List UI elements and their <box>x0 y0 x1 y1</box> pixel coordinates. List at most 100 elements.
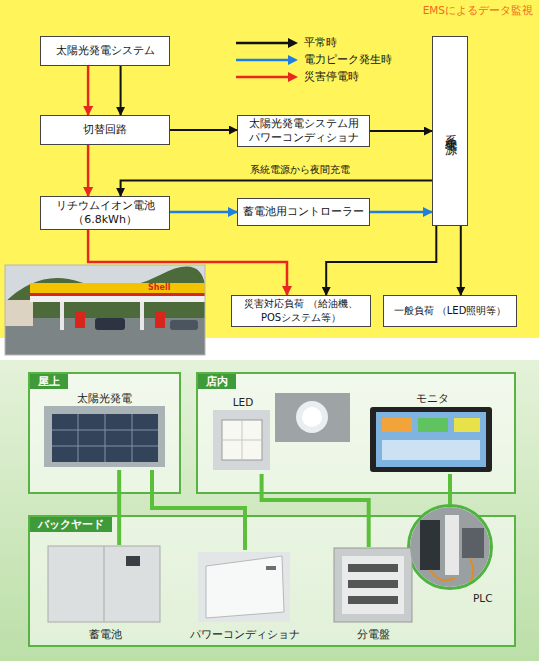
breaker-row <box>348 580 398 588</box>
legend-row: 災害停電時 <box>236 70 359 84</box>
grid-power-box: 系統電源 <box>432 36 468 226</box>
legend-line <box>236 76 289 79</box>
diagram-title: EMSによるデータ監視 <box>423 4 533 18</box>
photo-item: 太陽光発電 <box>42 392 167 470</box>
circle-outline <box>407 504 493 590</box>
plc-wire <box>430 558 473 588</box>
car <box>170 320 198 330</box>
legend-line <box>236 59 289 62</box>
led-fixture <box>222 420 262 460</box>
station-canopy <box>30 283 205 295</box>
node-label: パワーコンディショナ <box>190 628 300 641</box>
plc-photo <box>408 505 492 589</box>
breaker-row <box>348 596 398 604</box>
photo-item: パワーコンディショナ <box>195 550 295 641</box>
process-box: 太陽光発電システム用 パワーコンディショナ <box>237 115 370 147</box>
plc-circle: PLC <box>407 504 493 590</box>
node-label: 蓄電池 <box>89 628 122 641</box>
node-label: 太陽光発電システム <box>56 44 155 58</box>
station-mountain <box>5 267 205 320</box>
legend-arrow-head <box>288 55 298 65</box>
photo-item: モニタ <box>368 392 496 474</box>
group-heading: 店内 <box>198 374 236 389</box>
monitor-screen <box>376 412 486 467</box>
yellow-panel <box>0 0 539 338</box>
legend-arrow <box>236 55 298 65</box>
station-pillar <box>60 302 64 330</box>
cabinet-display <box>126 556 140 566</box>
flow-arrow <box>87 145 90 196</box>
flow-arrow <box>121 180 432 196</box>
photo-item: 蓄電池 <box>46 545 164 641</box>
screen-widget <box>382 440 480 460</box>
legend-text: 電力ピーク発生時 <box>304 53 392 67</box>
process-box: 太陽光発電システム <box>40 36 170 66</box>
panelboard-inner <box>342 556 404 614</box>
group-heading: 屋上 <box>30 374 68 389</box>
downlight-glow <box>302 407 322 427</box>
station-canopy-stripe <box>30 293 205 296</box>
node-label: モニタ <box>416 392 449 405</box>
power-conditioner-case <box>206 556 284 618</box>
legend-arrow <box>236 38 298 48</box>
legend-text: 平常時 <box>304 36 337 50</box>
legend-arrow <box>236 72 298 82</box>
battery-box: リチウムイオン電池 （6.8kWh） <box>40 196 170 230</box>
legend-row: 電力ピーク発生時 <box>236 53 392 67</box>
panelboard <box>334 548 412 622</box>
node-label: 太陽光発電 <box>77 392 132 405</box>
station-canopy-underside <box>30 296 205 302</box>
screen-widget <box>454 418 480 432</box>
solar-panel <box>52 414 158 462</box>
plc-module <box>420 520 440 570</box>
plc-module <box>445 515 459 575</box>
group-panel: バックヤード蓄電池パワーコンディショナ分電盤PLC <box>28 515 516 647</box>
cabinet-door <box>104 546 105 622</box>
wall <box>198 552 290 622</box>
load-box: 一般負荷 （LED照明等） <box>383 295 517 327</box>
flow-arrow <box>370 130 432 132</box>
station-building <box>5 300 33 326</box>
group-panel: 店内 LED モニタ <box>196 372 516 494</box>
node-label: 太陽光発電システム用 パワーコンディショナ <box>240 117 367 145</box>
flow-arrow <box>87 66 90 115</box>
wire-line <box>448 474 452 504</box>
screen-widget <box>418 418 448 432</box>
node-label: 災害対応負荷 （給油機、POSシステム等） <box>234 297 368 325</box>
process-box: 切替回路 <box>40 115 170 145</box>
plc-background <box>408 505 492 589</box>
load-box: 災害対応負荷 （給油機、POSシステム等） <box>231 295 371 327</box>
edge-label: 系統電源から夜間充電 <box>250 163 350 177</box>
node-label: 分電盤 <box>357 628 390 641</box>
flow-arrow <box>370 211 432 214</box>
legend-line <box>236 42 289 45</box>
node-label: 蓄電池用コントローラー <box>243 205 364 219</box>
wire-line <box>152 470 245 550</box>
car <box>95 318 125 330</box>
node-label: 切替回路 <box>83 123 127 137</box>
roof <box>44 406 165 467</box>
ceiling <box>275 393 350 442</box>
group-panel: 屋上太陽光発電 <box>28 372 181 494</box>
ceiling <box>213 410 270 470</box>
wire-line <box>117 470 121 545</box>
sign-text: Shell <box>148 283 170 293</box>
flow-arrow <box>170 129 237 131</box>
photo-item: LED <box>212 396 274 474</box>
led-frame <box>222 420 262 460</box>
fuel-pump <box>155 312 165 328</box>
downlight <box>296 401 328 433</box>
fuel-pump <box>75 312 85 328</box>
station-ground <box>5 318 205 355</box>
node-label: PLC <box>473 592 493 605</box>
flow-arrow <box>326 226 436 295</box>
screen-widget <box>382 418 412 432</box>
group-heading: バックヤード <box>30 517 112 532</box>
green-panel <box>0 360 539 661</box>
flow-arrow <box>460 226 462 295</box>
node-label: リチウムイオン電池 （6.8kWh） <box>43 199 167 227</box>
legend-arrow-head <box>288 72 298 82</box>
panel-grid <box>52 414 158 462</box>
circle-shape <box>409 506 492 589</box>
node-label: 系統電源 <box>442 125 459 137</box>
